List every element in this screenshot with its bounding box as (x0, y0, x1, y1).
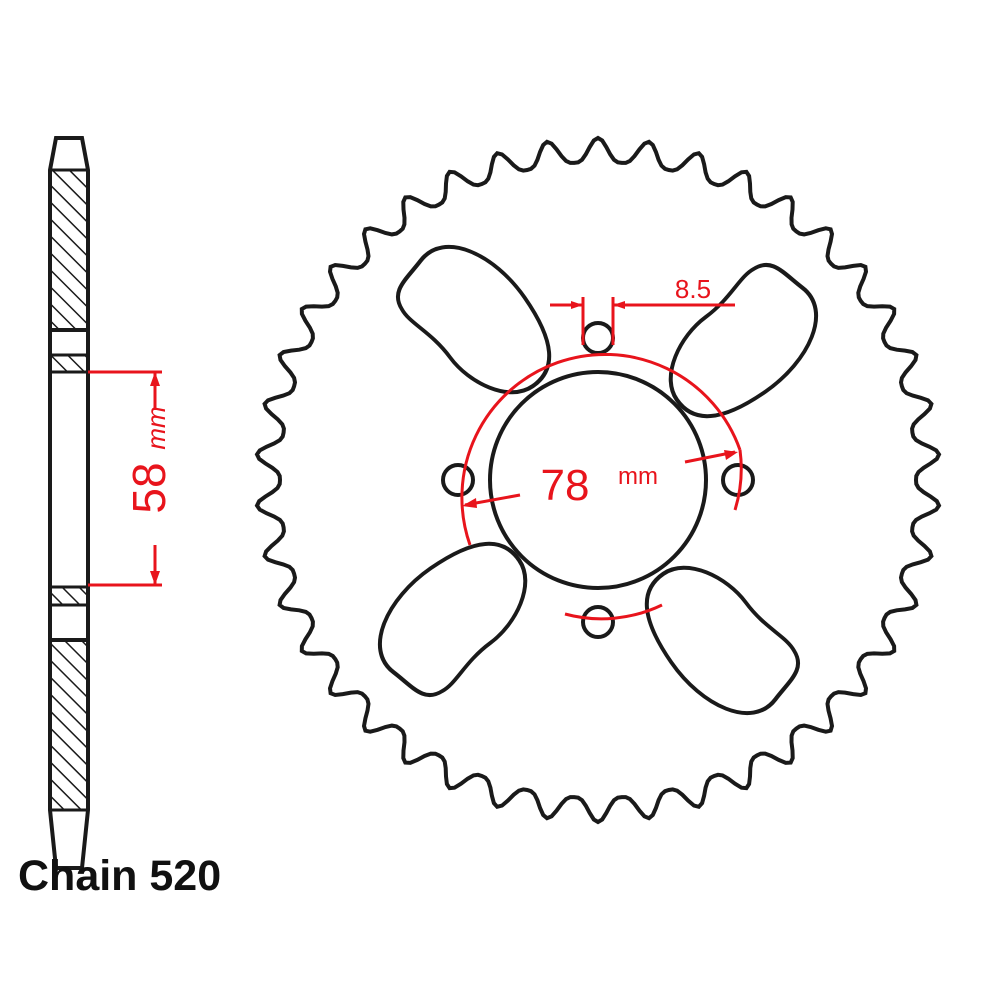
pcd-value: 78 (541, 461, 590, 510)
lightening-slot (377, 541, 528, 698)
bolt-hole (721, 463, 755, 497)
hatch-upper-hub (48, 353, 90, 374)
bolt-hole-size: 8.5 (675, 274, 711, 304)
center-bore (488, 370, 708, 590)
front-view (254, 135, 942, 825)
hub-width-dimension: 58 mm (88, 370, 175, 587)
lightening-slot (395, 244, 552, 395)
side-view (48, 136, 90, 870)
sprocket-teeth-outline (254, 135, 942, 825)
pcd-unit: mm (618, 463, 658, 490)
bolt-hole (581, 605, 615, 639)
pcd-dimension: 78 mm (460, 352, 743, 621)
hatch-lower-hub (48, 585, 90, 607)
bolt-hole-dimension: 8.5 (550, 274, 735, 345)
lightening-slot (644, 565, 801, 716)
chain-size-label: Chain 520 (18, 852, 222, 900)
hatch-upper (48, 168, 90, 332)
pcd-arc (460, 352, 742, 546)
bolt-hole (581, 321, 615, 355)
hub-width-unit: mm (141, 406, 171, 449)
hatch-lower (48, 638, 90, 812)
lightening-slot (668, 262, 819, 419)
bolt-hole (441, 463, 475, 497)
pcd-arc-lower (564, 603, 663, 621)
hub-width-value: 58 (123, 462, 175, 513)
